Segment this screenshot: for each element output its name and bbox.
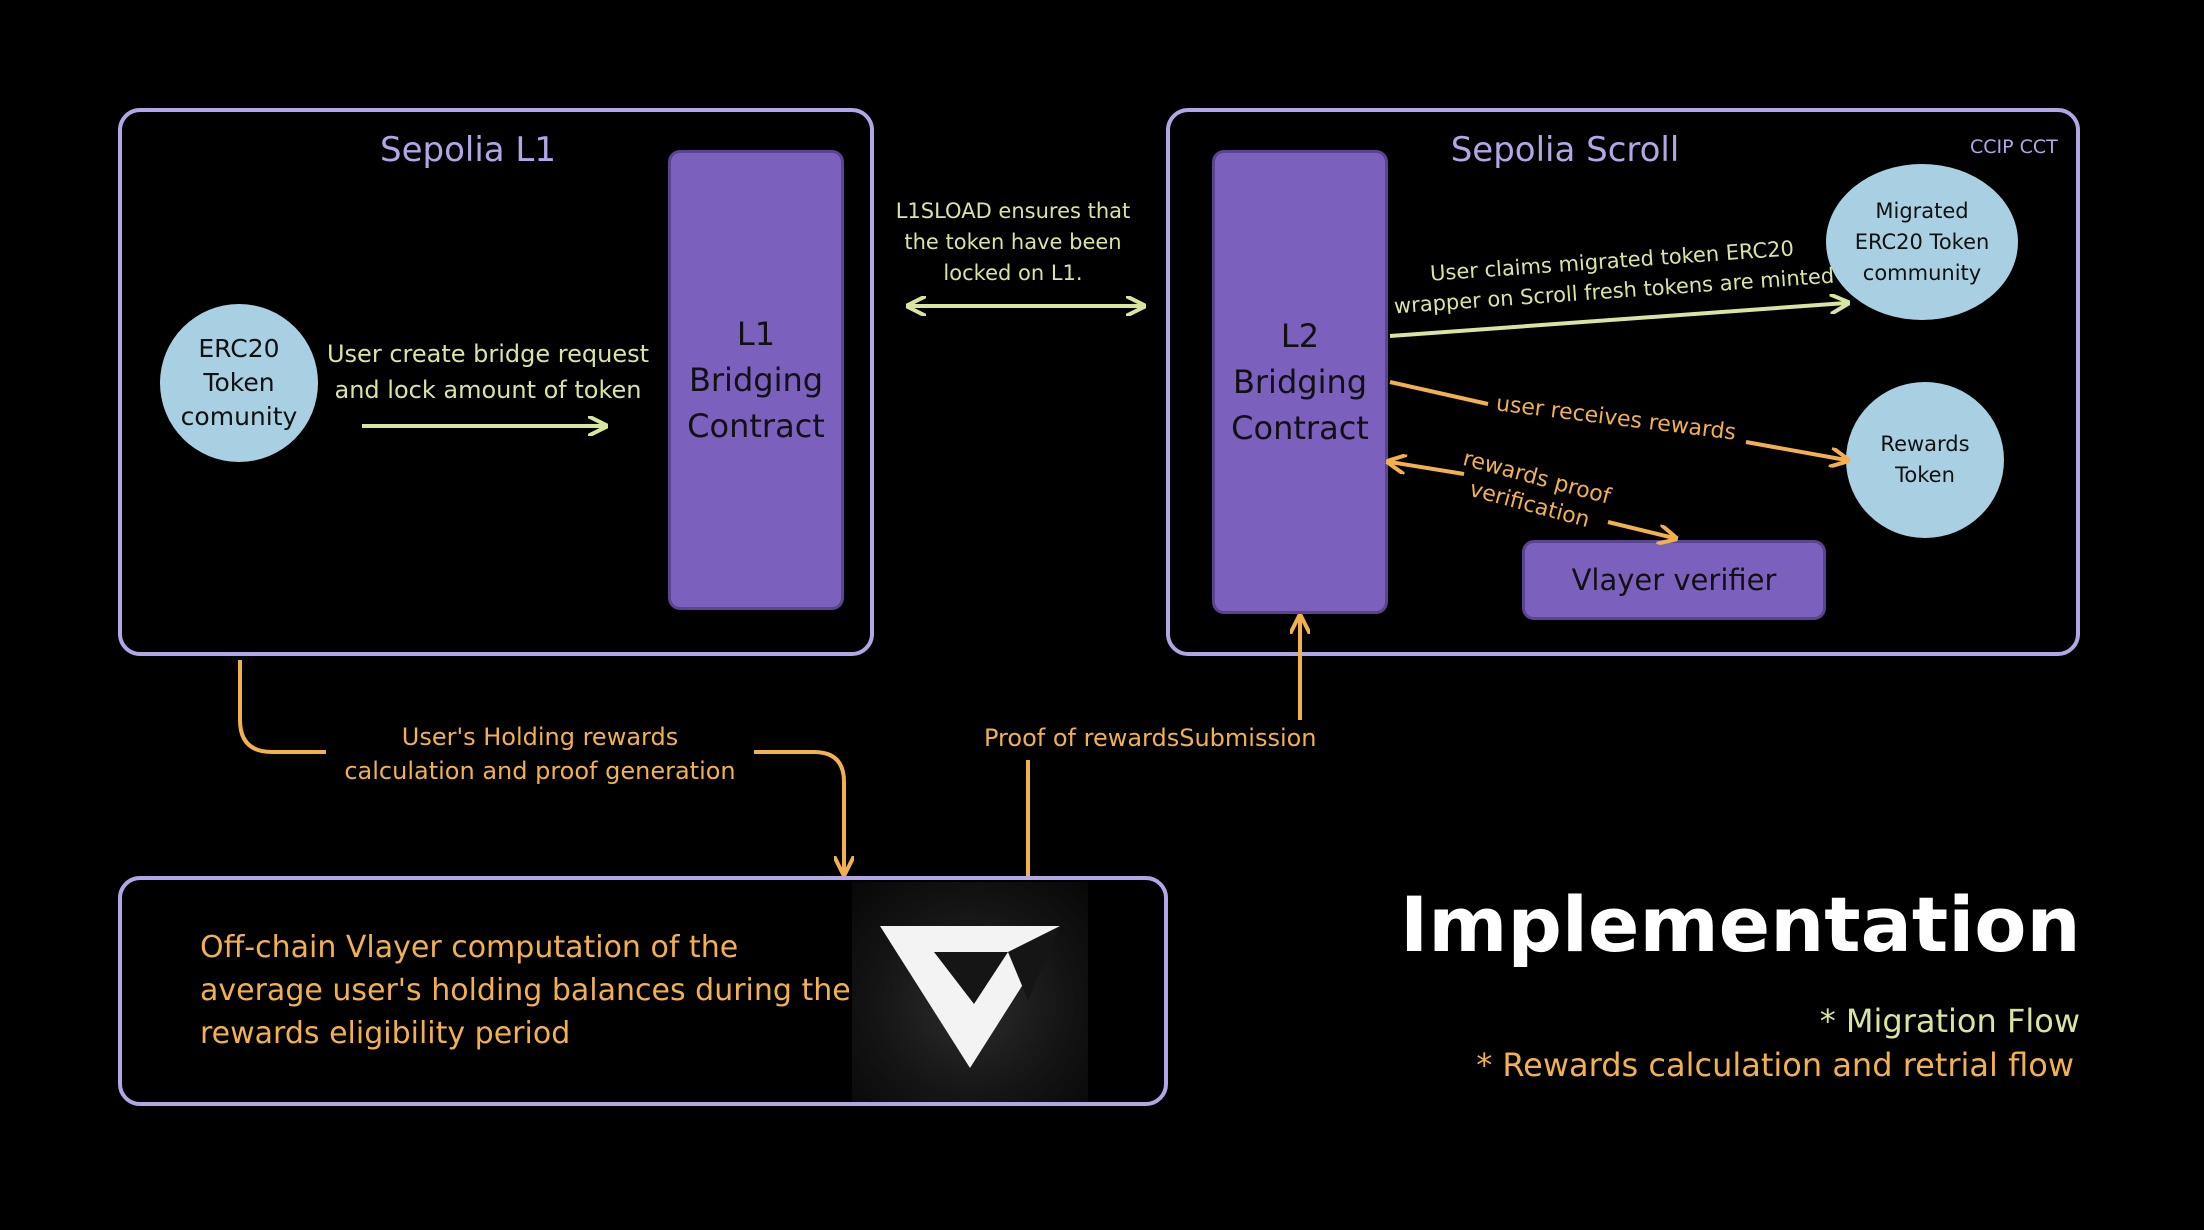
l1-bridging-contract-label: L1 Bridging Contract <box>687 315 825 445</box>
l1-panel-title: Sepolia L1 <box>380 130 556 170</box>
holding-rewards-connector <box>238 660 844 872</box>
rewards-flow-bullet: * Rewards calculation and retrial flow <box>1476 1046 2074 1084</box>
l2-panel-title: Sepolia Scroll <box>1450 130 1680 170</box>
l2-bridging-contract-label: L2 Bridging Contract <box>1231 317 1369 447</box>
offchain-panel <box>118 876 1168 1106</box>
rewards-token-circle: Rewards Token <box>1846 382 2004 538</box>
l1sload-label: L1SLOAD ensures that the token have been… <box>895 199 1131 285</box>
receives-rewards-arrow <box>1389 380 1846 460</box>
l1-bridging-contract: L1 Bridging Contract <box>668 150 844 610</box>
implementation-title: Implementation <box>1400 880 2081 969</box>
erc20-community-circle: ERC20 Token comunity <box>160 304 318 462</box>
vlayer-verifier-label: Vlayer verifier <box>1571 563 1777 597</box>
sepolia-l1-panel <box>118 108 874 656</box>
claims-migrated-arrow <box>1389 303 1846 338</box>
l2-bridging-contract: L2 Bridging Contract <box>1212 150 1388 614</box>
holding-rewards-label: User's Holding rewards calculation and p… <box>344 723 736 785</box>
proof-verification-arrow-start <box>1390 462 1465 476</box>
migrated-token-circle: Migrated ERC20 Token community <box>1826 164 2018 320</box>
proof-submission-label: Proof of rewardsSubmission <box>984 724 1317 752</box>
sepolia-scroll-panel <box>1166 108 2080 656</box>
offchain-text: Off-chain Vlayer computation of the aver… <box>200 930 851 1051</box>
proof-verification-arrow-end <box>1607 520 1674 538</box>
vlayer-logo <box>852 882 1088 1102</box>
vlayer-verifier-box: Vlayer verifier <box>1522 540 1826 620</box>
ccip-cct-tag: CCIP CCT <box>1970 136 2058 158</box>
migration-flow-bullet: * Migration Flow <box>1819 1002 2080 1040</box>
vlayer-logo-icon <box>880 926 1060 1068</box>
create-bridge-label: User create bridge request and lock amou… <box>326 340 649 404</box>
